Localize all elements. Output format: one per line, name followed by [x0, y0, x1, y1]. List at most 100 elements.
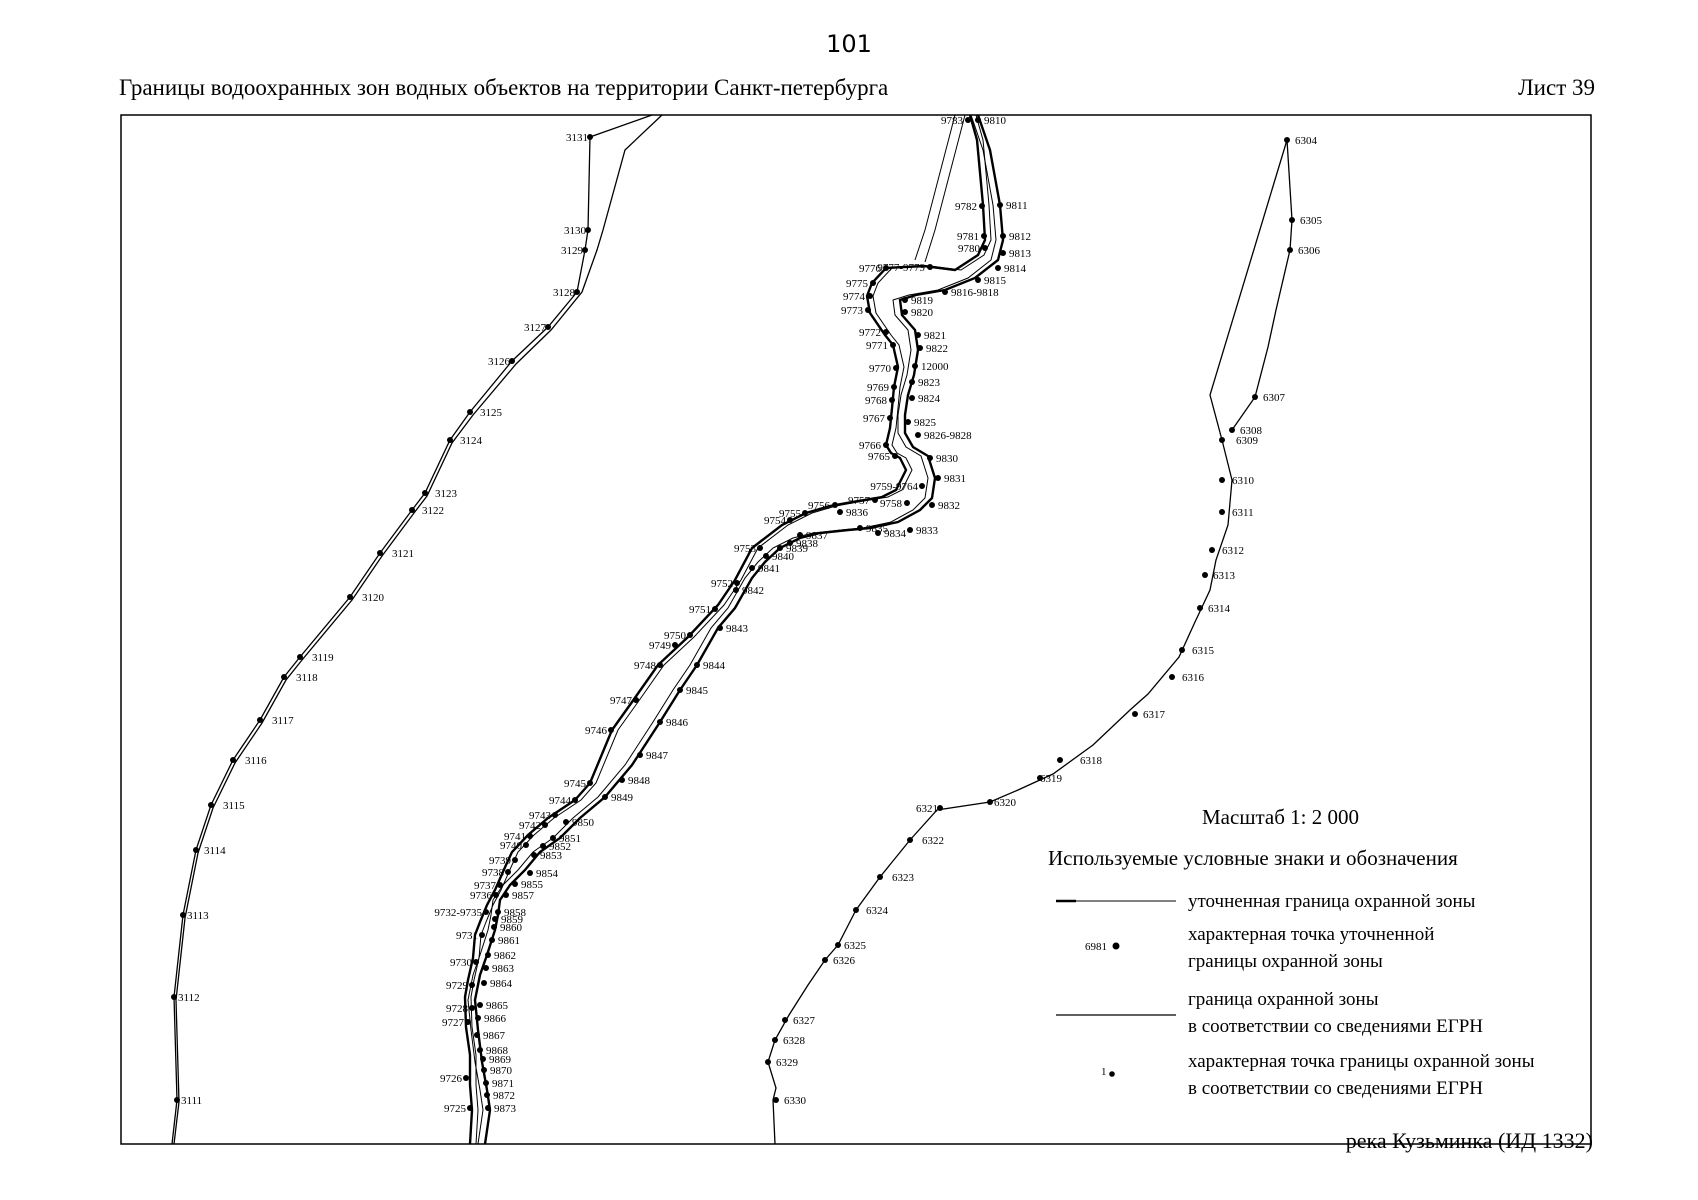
- boundary-point-marker: [677, 687, 683, 693]
- legend-heading: Используемые условные знаки и обозначени…: [1048, 846, 1458, 870]
- boundary-point-label: 9730: [450, 957, 473, 969]
- boundary-point-marker: [883, 442, 889, 448]
- boundary-point-marker: [902, 297, 908, 303]
- boundary-point-marker: [493, 892, 499, 898]
- boundary-point-marker: [889, 397, 895, 403]
- boundary-point-marker: [1219, 437, 1225, 443]
- boundary-point-marker: [208, 802, 214, 808]
- boundary-point-marker: [1229, 427, 1235, 433]
- boundary-point-label: 9848: [628, 775, 651, 787]
- boundary-point-label: 9745: [564, 778, 587, 790]
- boundary-point-label: 9846: [666, 717, 689, 729]
- boundary-point-label: 9872: [493, 1090, 515, 1102]
- boundary-point-label: 9777-9779: [877, 262, 925, 274]
- boundary-point-marker: [787, 540, 793, 546]
- boundary-point-label: 6325: [844, 940, 867, 952]
- boundary-point-marker: [857, 525, 863, 531]
- boundary-point-marker: [485, 1105, 491, 1111]
- boundary-point-marker: [483, 965, 489, 971]
- boundary-point-marker: [777, 545, 783, 551]
- boundary-point-label: 9861: [498, 935, 520, 947]
- river-upper-egrn: [924, 114, 966, 263]
- boundary-point-marker: [749, 565, 755, 571]
- boundary-point-label: 9754: [764, 515, 787, 527]
- boundary-point-label: 3120: [362, 592, 385, 604]
- boundary-point-marker: [927, 264, 933, 270]
- river-west-egrn: [470, 114, 992, 1145]
- boundary-point-label: 9816-9818: [951, 287, 999, 299]
- boundary-point-marker: [467, 1105, 473, 1111]
- boundary-point-label: 9863: [492, 963, 515, 975]
- boundary-point-label: 3123: [435, 488, 458, 500]
- boundary-point-label: 9824: [918, 393, 941, 405]
- boundary-point-label: 9757: [848, 495, 871, 507]
- boundary-point-label: 6329: [776, 1057, 799, 1069]
- boundary-point-marker: [892, 453, 898, 459]
- boundary-point-marker: [1179, 647, 1185, 653]
- boundary-point-label: 6321: [916, 803, 938, 815]
- boundary-point-marker: [1000, 250, 1006, 256]
- boundary-point-marker: [491, 924, 497, 930]
- boundary-point-marker: [929, 502, 935, 508]
- boundary-point-marker: [483, 909, 489, 915]
- boundary-point-label: 9775: [846, 278, 869, 290]
- boundary-point-label: 6311: [1232, 507, 1254, 519]
- boundary-point-label: 9866: [484, 1013, 507, 1025]
- boundary-point-marker: [887, 415, 893, 421]
- boundary-point-label: 9811: [1006, 200, 1028, 212]
- boundary-point-marker: [937, 805, 943, 811]
- legend-egrn-line-label-1: граница охранной зоны: [1188, 989, 1379, 1010]
- boundary-point-label: 9727: [442, 1017, 465, 1029]
- boundary-point-label: 9839: [786, 543, 809, 555]
- boundary-point-label: 9769: [867, 382, 890, 394]
- boundary-point-marker: [883, 265, 889, 271]
- boundary-point-marker: [492, 916, 498, 922]
- boundary-point-marker: [773, 1097, 779, 1103]
- boundary-point-label: 9812: [1009, 231, 1031, 243]
- boundary-point-marker: [912, 363, 918, 369]
- boundary-point-marker: [193, 847, 199, 853]
- boundary-point-marker: [480, 1056, 486, 1062]
- boundary-point-marker: [870, 280, 876, 286]
- boundary-point-label: 12000: [921, 361, 949, 373]
- boundary-point-label: 9868: [486, 1045, 509, 1057]
- boundary-point-marker: [1037, 775, 1043, 781]
- boundary-point-label: 9871: [492, 1078, 514, 1090]
- boundary-point-marker: [782, 1017, 788, 1023]
- boundary-point-marker: [483, 1080, 489, 1086]
- boundary-point-label: 9739: [489, 855, 512, 867]
- boundary-point-marker: [734, 580, 740, 586]
- boundary-point-marker: [867, 293, 873, 299]
- boundary-point-marker: [883, 329, 889, 335]
- boundary-point-label: 9766: [859, 440, 882, 452]
- boundary-point-marker: [872, 497, 878, 503]
- boundary-point-label: 3115: [223, 800, 245, 812]
- legend-egrn-point-label-1: характерная точка границы охранной зоны: [1188, 1051, 1535, 1072]
- boundary-point-label: 9823: [918, 377, 941, 389]
- boundary-point-label: 9780: [958, 243, 981, 255]
- legend-scale: Масштаб 1: 2 000: [1202, 805, 1359, 829]
- boundary-point-marker: [477, 1002, 483, 1008]
- boundary-point-label: 6330: [784, 1095, 807, 1107]
- boundary-point-marker: [1219, 509, 1225, 515]
- boundary-point-label: 3111: [181, 1095, 202, 1107]
- boundary-point-label: 9831: [944, 473, 966, 485]
- document-title: Границы водоохранных зон водных объектов…: [119, 75, 889, 100]
- boundary-point-label: 6307: [1263, 392, 1286, 404]
- boundary-point-marker: [552, 812, 558, 818]
- boundary-point-marker: [637, 752, 643, 758]
- boundary-point-label: 9822: [926, 343, 948, 355]
- boundary-point-label: 9873: [494, 1103, 517, 1115]
- boundary-point-label: 9755: [779, 508, 802, 520]
- boundary-point-marker: [257, 717, 263, 723]
- left-zone-boundary: [171, 114, 663, 1145]
- boundary-point-label: 3121: [392, 548, 414, 560]
- boundary-point-marker: [902, 309, 908, 315]
- boundary-point-label: 6318: [1080, 755, 1103, 767]
- boundary-point-marker: [657, 719, 663, 725]
- boundary-point-label: 9770: [869, 363, 892, 375]
- boundary-point-label: 3118: [296, 672, 318, 684]
- boundary-point-marker: [563, 819, 569, 825]
- boundary-point-label: 9748: [634, 660, 657, 672]
- boundary-point-marker: [787, 517, 793, 523]
